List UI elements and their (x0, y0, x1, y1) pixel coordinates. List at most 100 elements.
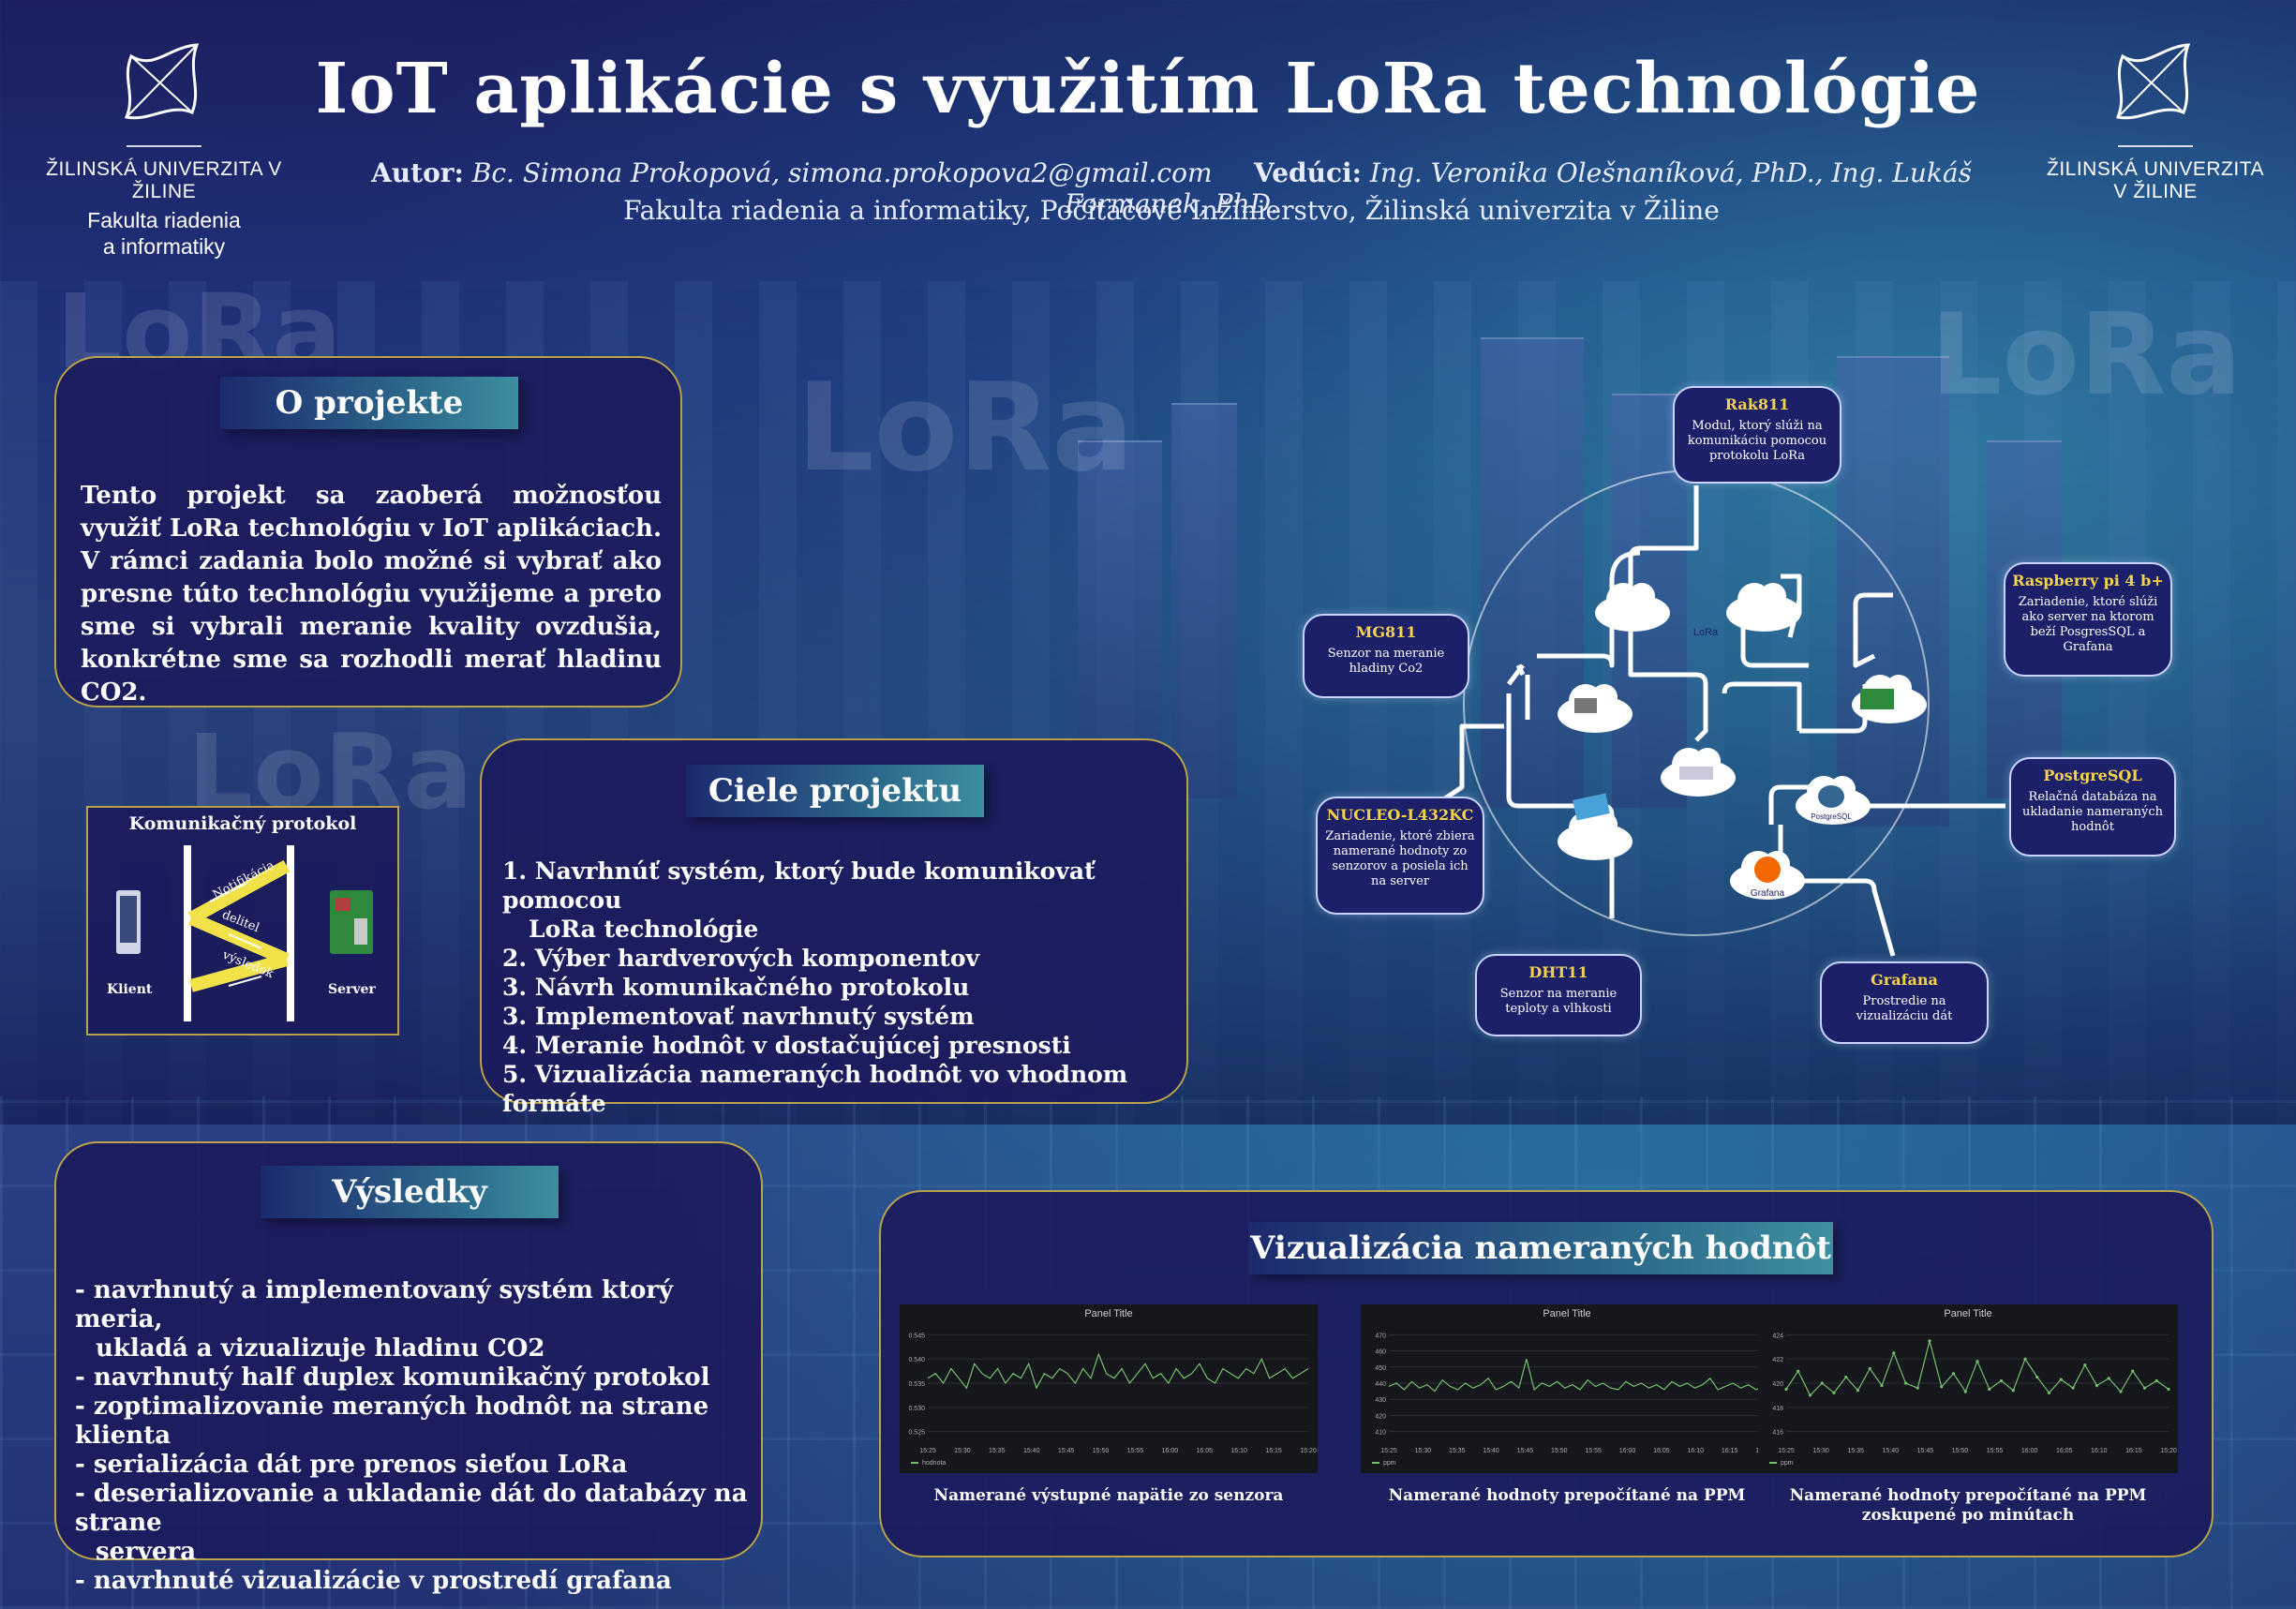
node-title: Grafana (1871, 971, 1938, 989)
legend-label: ppm (1781, 1460, 1794, 1467)
x-tick-label: 16:15 (1265, 1448, 1282, 1454)
node-desc: Modul, ktorý slúži na komunikáciu pomoco… (1687, 419, 1827, 463)
university-emblem-icon (124, 43, 200, 120)
x-tick-label: 15:45 (1517, 1448, 1534, 1454)
data-point (1808, 1393, 1812, 1397)
x-tick-label: 15:50 (1551, 1448, 1568, 1454)
y-tick-label: 422 (1772, 1357, 1783, 1363)
goal-item: 3. Implementovať navrhnutý systém (502, 1003, 975, 1030)
supervisor-label: Vedúci: (1254, 157, 1362, 188)
data-point (1963, 1390, 1967, 1393)
protocol-diagram: Komunikačný protokol Notifikácia delitel… (86, 806, 399, 1035)
series-line (1785, 1340, 2169, 1396)
x-tick-label: 15:50 (1093, 1448, 1110, 1454)
y-tick-label: 430 (1375, 1397, 1386, 1404)
y-tick-label: 460 (1375, 1349, 1386, 1356)
node-desc: Zariadenie, ktoré zbiera namerané hodnot… (1325, 829, 1475, 888)
skyscraper (1171, 403, 1237, 798)
results-list: - navrhnutý a implementovaný systém ktor… (75, 1276, 750, 1596)
goals-list: 1. Navrhnúť systém, ktorý bude komunikov… (502, 857, 1177, 1118)
data-point (2047, 1391, 2051, 1394)
node-dht11: DHT11 Senzor na meranie teploty a vlhkos… (1475, 954, 1642, 1036)
x-tick-label: 15:25 (1380, 1448, 1397, 1454)
y-tick-label: 470 (1375, 1333, 1386, 1339)
x-tick-label: 15:35 (1847, 1448, 1864, 1454)
postgresql-icon (1818, 785, 1844, 808)
data-point (1880, 1383, 1884, 1388)
data-point (2119, 1390, 2123, 1393)
data-point (1903, 1381, 1908, 1385)
result-item: - navrhnuté vizualizácie v prostredí gra… (75, 1567, 672, 1595)
x-tick-label: 16:15 (2125, 1448, 2142, 1454)
series-line (1388, 1359, 1765, 1393)
legend-swatch (1769, 1462, 1777, 1464)
x-tick-label: 15:40 (1023, 1448, 1040, 1454)
x-tick-label: 16:10 (2091, 1448, 2108, 1454)
skyscraper (1481, 337, 1584, 808)
result-item: - navrhnutý a implementovaný systém ktor… (75, 1276, 674, 1333)
data-point (1999, 1378, 2004, 1383)
postgresql-logo-label: PostgreSQL (1811, 812, 1852, 821)
skyscraper (1837, 356, 1949, 827)
node-mg811: MG811 Senzor na meranie hladiny Co2 (1303, 614, 1469, 698)
data-point (1951, 1372, 1956, 1376)
data-point (1928, 1339, 1931, 1343)
goal-item: LoRa technológie (529, 916, 759, 943)
data-point (2142, 1386, 2147, 1390)
goal-item: 2. Výber hardverových komponentov (502, 945, 980, 972)
data-point (2071, 1386, 2075, 1390)
faculty-line: Fakulta riadenia a informatiky, Počítačo… (623, 195, 1720, 226)
data-point (2167, 1387, 2170, 1392)
x-tick-label: 15:45 (1917, 1448, 1934, 1454)
legend-label: ppm (1383, 1460, 1396, 1467)
node-desc: Prostredie na vizualizáciu dát (1856, 994, 1953, 1023)
nucleo-icon (1679, 767, 1713, 780)
x-tick-label: 15:55 (1127, 1448, 1144, 1454)
dht-sensor-icon (1573, 793, 1610, 821)
mg811-icon (1574, 698, 1597, 713)
logo-divider (2118, 145, 2193, 147)
about-text: Tento projekt sa zaoberá možnosťou využi… (81, 482, 662, 707)
visualization-panel: Vizualizácia nameraných hodnôt Panel Tit… (879, 1190, 2214, 1557)
goals-title: Ciele projektu (686, 765, 984, 817)
node-raspberry: Raspberry pi 4 b+ Zariadenie, ktoré slúž… (2004, 562, 2172, 677)
y-tick-label: 418 (1772, 1406, 1783, 1412)
results-panel: Výsledky - navrhnutý a implementovaný sy… (54, 1141, 763, 1595)
architecture-diagram: LoRa Grafana PostgreSQL (1404, 469, 2005, 957)
data-point (1940, 1385, 1944, 1389)
x-tick-label: 15:30 (954, 1448, 971, 1454)
node-title: NUCLEO-L432KC (1326, 806, 1474, 824)
data-point (1916, 1386, 1919, 1390)
protocol-client-label: Klient (107, 982, 153, 997)
x-tick-label: 15:45 (1058, 1448, 1075, 1454)
node-title: Rak811 (1724, 395, 1790, 413)
results-title: Výsledky (261, 1166, 559, 1218)
x-tick-label: 16:15 (1722, 1448, 1738, 1454)
legend-swatch (1372, 1462, 1379, 1464)
protocol-sequence-graphic (116, 845, 373, 1021)
protocol-server-label: Server (328, 982, 376, 997)
data-point (1868, 1366, 1871, 1371)
chart-panel-title: Panel Title (1084, 1308, 1133, 1319)
y-tick-label: 450 (1375, 1365, 1386, 1372)
node-title: Raspberry pi 4 b+ (2012, 572, 2164, 589)
data-point (1784, 1387, 1788, 1392)
about-title: O projekte (220, 377, 518, 429)
data-point (1832, 1391, 1836, 1394)
grafana-logo-label: Grafana (1751, 888, 1785, 899)
node-nucleo: NUCLEO-L432KC Zariadenie, ktoré zbiera n… (1316, 797, 1484, 915)
result-item: - navrhnutý half duplex komunikačný prot… (75, 1363, 710, 1392)
y-tick-label: 0.530 (908, 1406, 925, 1412)
data-point (1820, 1381, 1824, 1385)
x-tick-label: 16:00 (1162, 1448, 1179, 1454)
faculty-name-line1: Fakulta riadenia (87, 208, 241, 232)
data-point (1988, 1387, 1991, 1392)
goal-item: 5. Vizualizácia nameraných hodnôt vo vho… (502, 1061, 1128, 1117)
data-point (2107, 1377, 2110, 1380)
y-tick-label: 0.525 (908, 1430, 925, 1437)
legend-swatch (911, 1462, 918, 1464)
x-tick-label: 15:25 (919, 1448, 936, 1454)
